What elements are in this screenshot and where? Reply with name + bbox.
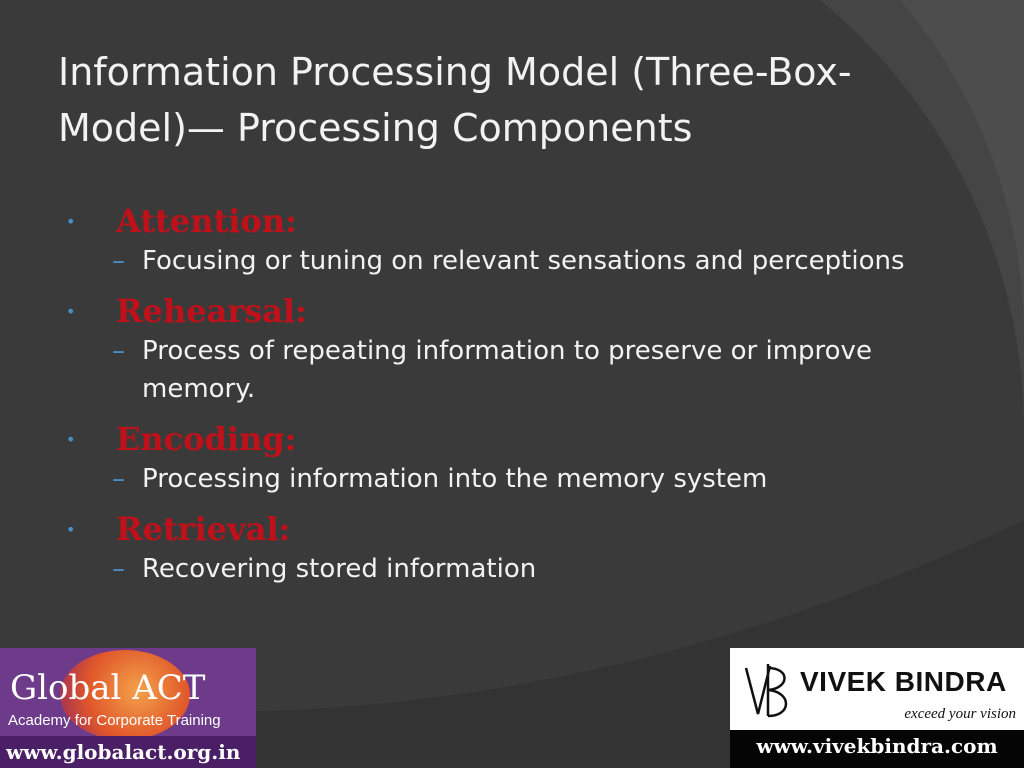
item-heading: Rehearsal: [116,292,307,330]
list-item-attention: • Attention: – Focusing or tuning on rel… [60,200,990,280]
item-description: Processing information into the memory s… [142,464,768,494]
sub-bullet: – Processing information into the memory… [112,460,990,498]
sub-bullet: – Process of repeating information to pr… [112,332,990,408]
item-description: Recovering stored information [142,554,537,584]
item-description: Process of repeating information to pres… [142,336,872,404]
bullet-list: • Attention: – Focusing or tuning on rel… [60,200,990,598]
vivek-bindra-logo: VIVEK BINDRA exceed your vision www.vive… [730,648,1024,768]
global-act-logo: Global ACT Academy for Corporate Trainin… [0,648,256,768]
dash-icon: – [112,336,125,366]
slide-title: Information Processing Model (Three-Box-… [58,44,958,156]
list-item-retrieval: • Retrieval: – Recovering stored informa… [60,508,990,588]
global-act-tagline: Academy for Corporate Training [8,712,221,729]
item-heading: Retrieval: [116,510,291,548]
global-act-website: www.globalact.org.in [0,736,256,768]
vivek-bindra-motto: exceed your vision [904,706,1016,722]
sub-bullet: – Recovering stored information [112,550,990,588]
item-heading: Attention: [116,202,297,240]
heading-row: • Retrieval: [60,508,990,550]
heading-row: • Attention: [60,200,990,242]
dash-icon: – [112,554,125,584]
sub-bullet: – Focusing or tuning on relevant sensati… [112,242,990,280]
bullet-icon: • [66,429,76,449]
vb-monogram-icon [744,664,788,718]
item-description: Focusing or tuning on relevant sensation… [142,246,905,276]
vivek-bindra-name: VIVEK BINDRA [800,666,1007,697]
heading-row: • Rehearsal: [60,290,990,332]
list-item-encoding: • Encoding: – Processing information int… [60,418,990,498]
item-heading: Encoding: [116,420,297,458]
sun-graphic [60,650,190,740]
vivek-bindra-website: www.vivekbindra.com [756,734,998,758]
heading-row: • Encoding: [60,418,990,460]
bullet-icon: • [66,211,76,231]
bullet-icon: • [66,301,76,321]
dash-icon: – [112,464,125,494]
vivek-bindra-panel: VIVEK BINDRA exceed your vision [730,648,1024,730]
slide-title-line-1: Information Processing Model (Three-Box- [58,50,852,94]
slide-title-line-2: Model)— Processing Components [58,106,693,150]
list-item-rehearsal: • Rehearsal: – Process of repeating info… [60,290,990,408]
dash-icon: – [112,246,125,276]
bullet-icon: • [66,519,76,539]
global-act-brand: Global ACT [10,668,206,708]
